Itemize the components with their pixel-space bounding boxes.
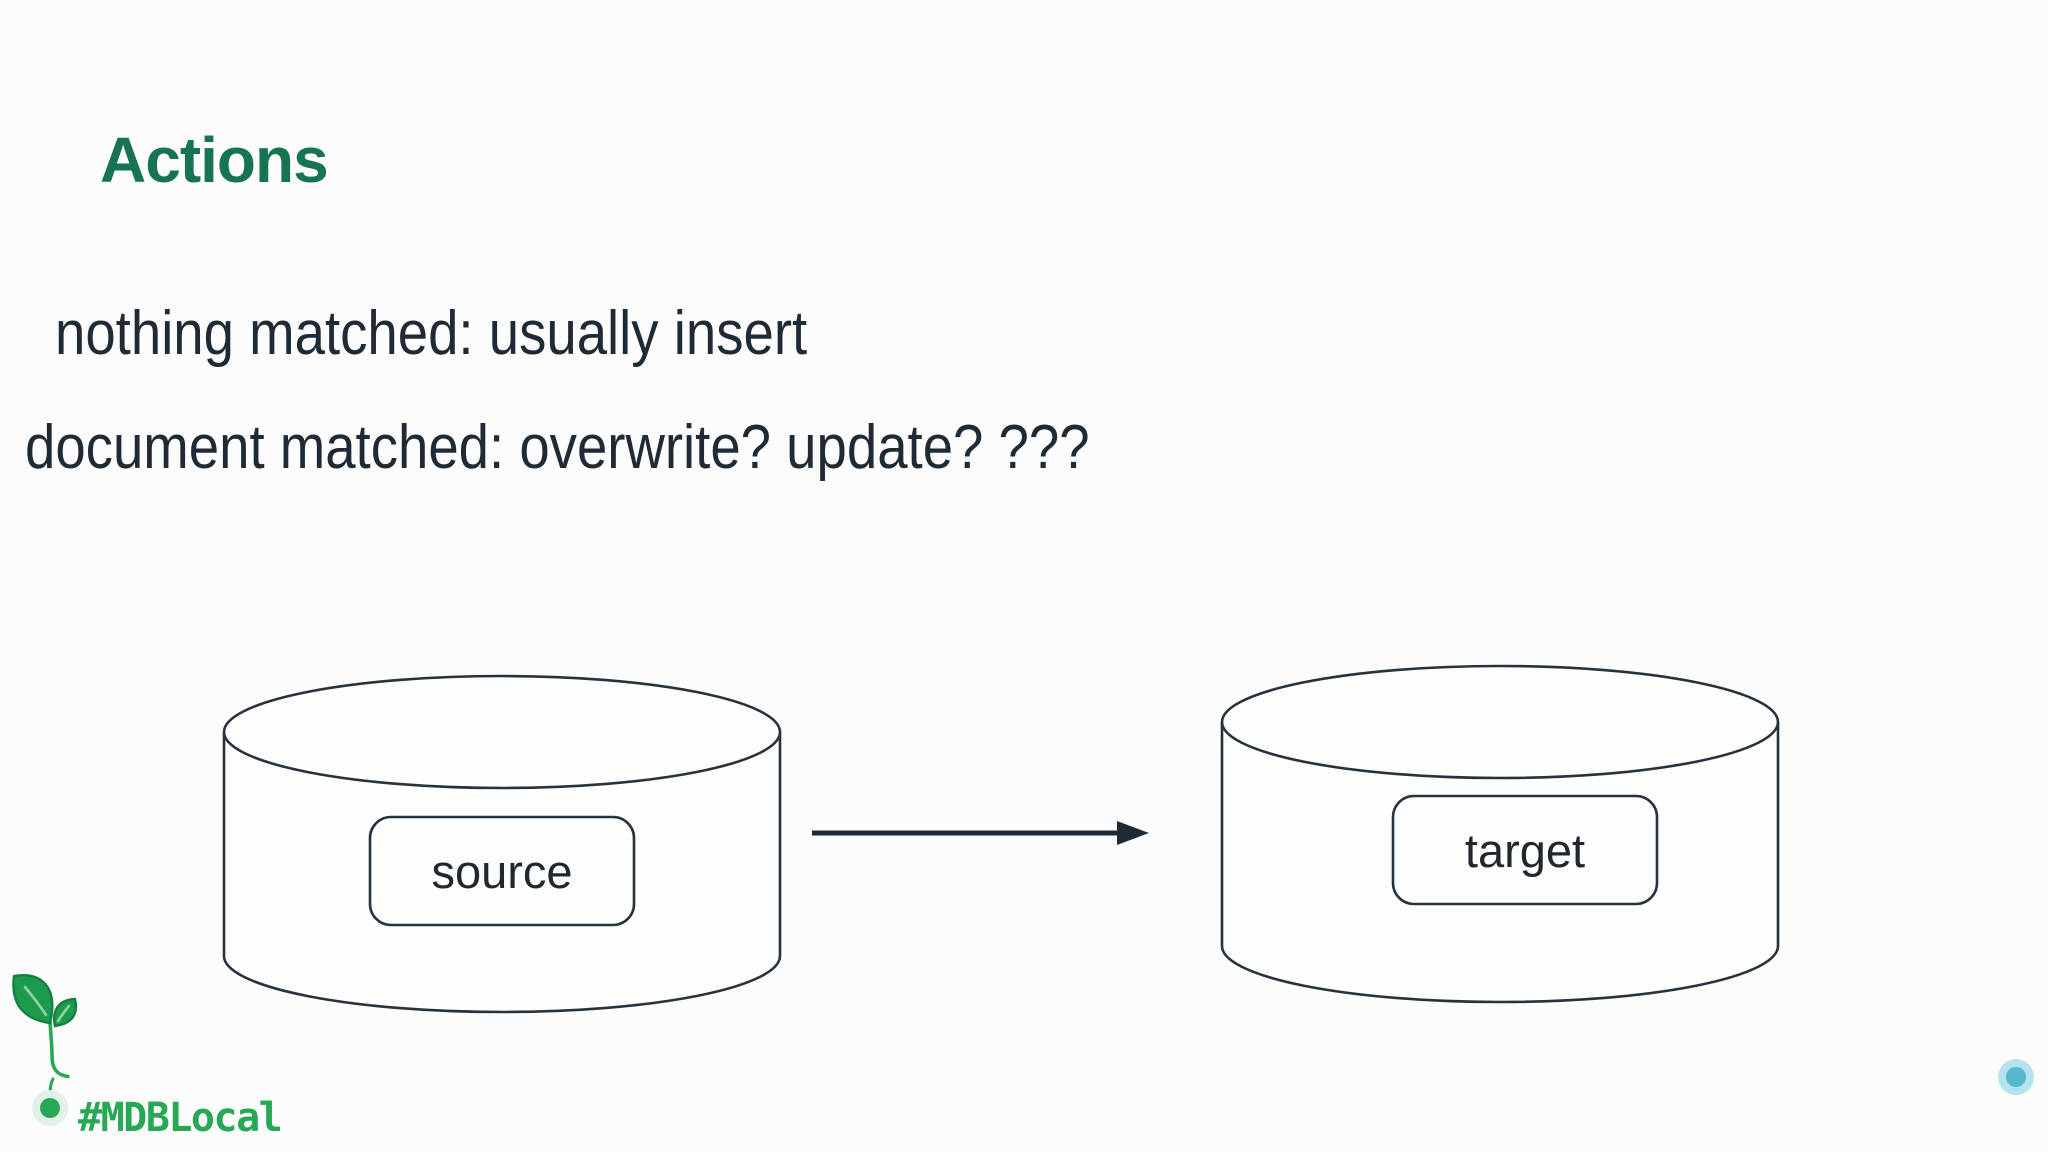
footer-timeline: [12, 974, 2034, 1126]
timeline-end-dot-icon: [1998, 1059, 2034, 1095]
target-label: target: [1465, 824, 1585, 877]
bullet-nothing-matched: nothing matched: usually insert: [55, 299, 808, 368]
source-database-cylinder: source: [222, 674, 782, 1014]
flow-arrow-icon: [812, 821, 1149, 845]
seedling-icon: [12, 974, 78, 1126]
target-database-cylinder: target: [1220, 664, 1780, 1004]
source-label: source: [431, 845, 572, 898]
event-hashtag: #MDBLocal: [78, 1095, 283, 1141]
target-label-box: [1391, 794, 1659, 906]
bullet-document-matched: document matched: overwrite? update? ???: [25, 413, 1090, 482]
seed-dot-icon: [40, 1098, 60, 1118]
page-title: Actions: [100, 123, 329, 196]
source-label-box: [368, 815, 636, 927]
